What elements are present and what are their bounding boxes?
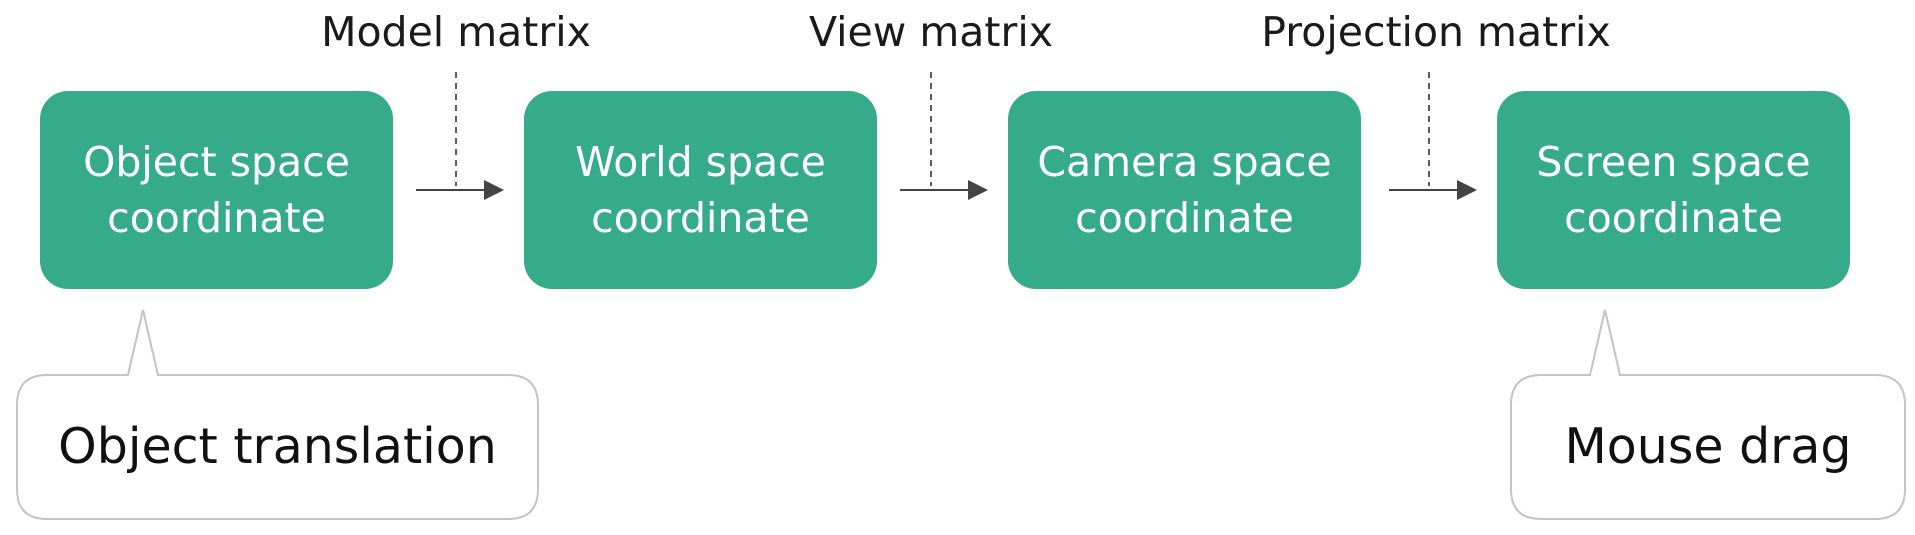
stage-object-space: Object space coordinate [40, 91, 393, 289]
callout-mouse-drag: Mouse drag [1564, 418, 1852, 475]
transform-arrow-view [900, 180, 988, 200]
stage-screen-space: Screen space coordinate [1497, 91, 1850, 289]
stage-screen-space-line2: coordinate [1564, 194, 1783, 242]
stage-object-space-line1: Object space [83, 138, 350, 186]
stage-world-space: World space coordinate [524, 91, 877, 289]
transform-arrow-model [416, 180, 504, 200]
stage-camera-space-line2: coordinate [1075, 194, 1294, 242]
model-matrix-label: Model matrix [321, 8, 591, 56]
stage-screen-space-line1: Screen space [1536, 138, 1811, 186]
callout-bubble-object-translation [16, 309, 539, 520]
stage-object-space-line2: coordinate [107, 194, 326, 242]
stage-camera-space: Camera space coordinate [1008, 91, 1361, 289]
callout-bubble-mouse-drag [1510, 309, 1906, 520]
callout-object-translation: Object translation [58, 418, 497, 475]
stage-camera-space-line1: Camera space [1037, 138, 1332, 186]
projection-matrix-label: Projection matrix [1261, 8, 1611, 56]
stage-world-space-line1: World space [575, 138, 826, 186]
view-matrix-label: View matrix [809, 8, 1053, 56]
stage-world-space-line2: coordinate [591, 194, 810, 242]
transform-arrow-projection [1389, 180, 1477, 200]
